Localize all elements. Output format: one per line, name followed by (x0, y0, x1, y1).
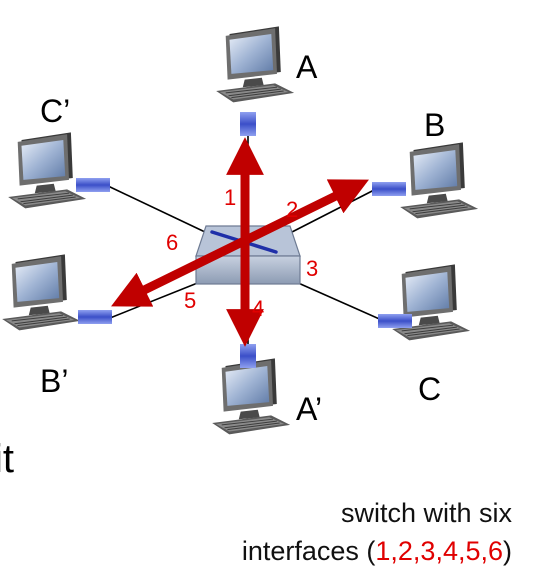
host-label: A’ (296, 391, 322, 427)
partial-text: it (0, 437, 14, 481)
computer-icon (215, 25, 295, 103)
host-label: C (418, 371, 441, 407)
host-c[interactable]: C (378, 263, 471, 407)
caption-interface-numbers: 1,2,3,4,5,6 (375, 536, 503, 566)
host-b-prime[interactable]: B’ (1, 253, 112, 399)
caption-line-1: switch with six (340, 498, 512, 528)
connector-plug (240, 112, 256, 136)
interface-5: 5 (184, 288, 196, 313)
diagram-caption: switch with six interfaces (1,2,3,4,5,6) (242, 494, 512, 570)
caption-prefix: interfaces ( (241, 536, 376, 566)
computer-icon (211, 357, 291, 435)
connector-plug (76, 178, 110, 192)
cable-c (295, 281, 385, 322)
connector-plug (378, 314, 412, 328)
host-label: A (296, 49, 318, 85)
arrows (111, 137, 369, 347)
cable-c-prime (107, 185, 206, 233)
host-a-prime[interactable]: A’ (211, 344, 322, 435)
host-b[interactable]: B (372, 107, 479, 219)
host-c-prime[interactable]: C’ (7, 93, 110, 209)
connector-plug (372, 182, 406, 196)
interface-1: 1 (224, 185, 236, 210)
interface-4: 4 (252, 296, 264, 321)
computer-icon (391, 263, 471, 341)
host-label: B’ (40, 363, 68, 399)
interface-labels: 1 2 3 4 5 6 (166, 185, 318, 321)
interface-3: 3 (306, 256, 318, 281)
interface-2: 2 (286, 197, 298, 222)
host-a[interactable]: A (215, 25, 318, 136)
computer-icon (7, 131, 87, 209)
host-label: B (424, 107, 445, 143)
connector-plug (240, 344, 256, 368)
computer-icon (1, 253, 81, 331)
connector-plug (78, 310, 112, 324)
interface-6: 6 (166, 230, 178, 255)
computer-icon (399, 141, 479, 219)
arrow-b-to-b-prime (111, 179, 369, 307)
host-label: C’ (40, 93, 70, 129)
caption-suffix: ) (503, 536, 512, 566)
caption-line-2: interfaces (1,2,3,4,5,6) (242, 532, 512, 570)
